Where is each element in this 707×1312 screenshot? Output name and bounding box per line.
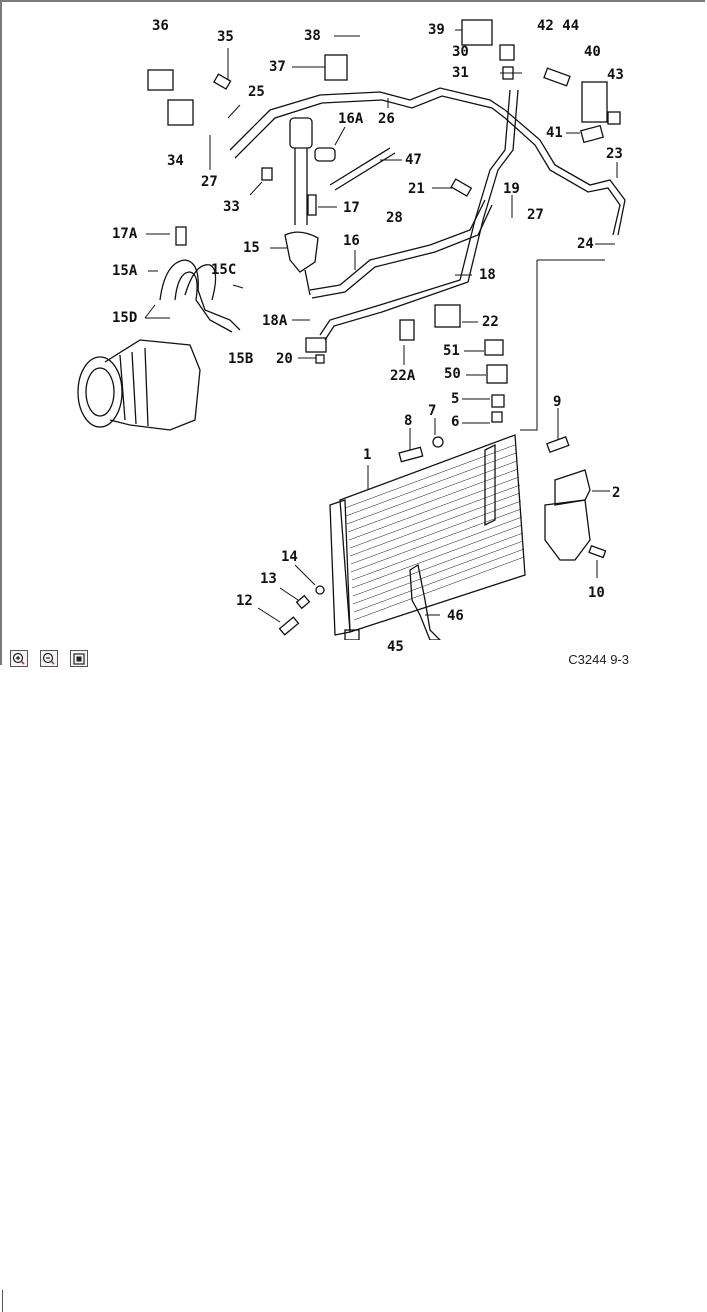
callout-24: 24 xyxy=(577,236,594,252)
viewer-toolbar xyxy=(0,645,707,1312)
callout-43: 43 xyxy=(607,67,624,83)
callout-20: 20 xyxy=(276,351,293,367)
toolbar-divider xyxy=(2,1290,3,1312)
bracket-46 xyxy=(409,563,441,640)
leader-lines xyxy=(144,29,618,623)
callout-45: 45 xyxy=(387,639,404,655)
zoom-in-button[interactable] xyxy=(10,650,28,667)
callout-46: 46 xyxy=(447,608,464,624)
fit-window-icon xyxy=(73,652,85,665)
callout-37: 37 xyxy=(269,59,286,75)
callout-15a: 15A xyxy=(112,263,138,279)
callout-38: 38 xyxy=(304,28,321,44)
callout-42_44: 42 44 xyxy=(537,18,580,34)
callout-8: 8 xyxy=(404,413,413,429)
callout-22: 22 xyxy=(482,314,499,330)
callout-16a: 16A xyxy=(338,111,364,127)
pipe-28 xyxy=(309,199,493,299)
callout-9: 9 xyxy=(553,394,562,410)
callout-25: 25 xyxy=(248,84,265,100)
callout-10: 10 xyxy=(588,585,605,601)
zoom-out-button[interactable] xyxy=(40,650,58,667)
callout-31: 31 xyxy=(452,65,469,81)
callout-41: 41 xyxy=(546,125,563,141)
callout-1: 1 xyxy=(363,447,372,463)
parts-diagram xyxy=(77,19,626,640)
callout-2: 2 xyxy=(612,485,621,501)
callout-6: 6 xyxy=(451,414,460,430)
callout-28: 28 xyxy=(386,210,403,226)
callout-15d: 15D xyxy=(112,310,138,326)
viewer-frame xyxy=(0,0,705,665)
diagram-code: C3244 9-3 xyxy=(568,652,629,667)
zoom-out-icon xyxy=(42,652,55,665)
callout-51: 51 xyxy=(443,343,460,359)
callout-17a: 17A xyxy=(112,226,138,242)
callout-27b: 27 xyxy=(527,207,544,223)
callout-23: 23 xyxy=(606,146,623,162)
callout-15: 15 xyxy=(243,240,260,256)
callout-21: 21 xyxy=(408,181,425,197)
callout-15b: 15B xyxy=(228,351,254,367)
callout-16: 16 xyxy=(343,233,360,249)
callout-13: 13 xyxy=(260,571,277,587)
callout-5: 5 xyxy=(451,391,460,407)
callout-27a: 27 xyxy=(201,174,218,190)
callout-36: 36 xyxy=(152,18,169,34)
pipe-23 xyxy=(504,109,626,236)
small-parts xyxy=(147,19,621,640)
callout-50: 50 xyxy=(444,366,461,382)
callout-7: 7 xyxy=(428,403,437,419)
fit-window-button[interactable] xyxy=(70,650,88,667)
callout-14: 14 xyxy=(281,549,298,565)
compressor xyxy=(77,339,201,431)
callout-18a: 18A xyxy=(262,313,288,329)
pipe-26 xyxy=(229,87,506,159)
callout-12: 12 xyxy=(236,593,253,609)
callout-18: 18 xyxy=(479,267,496,283)
callout-17: 17 xyxy=(343,200,360,216)
zoom-in-icon xyxy=(12,652,25,665)
callout-34: 34 xyxy=(167,153,184,169)
receiver-drier xyxy=(544,469,591,561)
callout-35: 35 xyxy=(217,29,234,45)
hose-15 xyxy=(284,117,319,296)
callout-30: 30 xyxy=(452,44,469,60)
condenser xyxy=(329,434,526,636)
callout-19: 19 xyxy=(503,181,520,197)
callout-26: 26 xyxy=(378,111,395,127)
callout-39: 39 xyxy=(428,22,445,38)
callout-22a: 22A xyxy=(390,368,416,384)
callout-47: 47 xyxy=(405,152,422,168)
pipe-18 xyxy=(319,89,519,341)
hose-15A xyxy=(159,259,241,333)
callout-15c: 15C xyxy=(211,262,237,278)
callout-40: 40 xyxy=(584,44,601,60)
callout-33: 33 xyxy=(223,199,240,215)
